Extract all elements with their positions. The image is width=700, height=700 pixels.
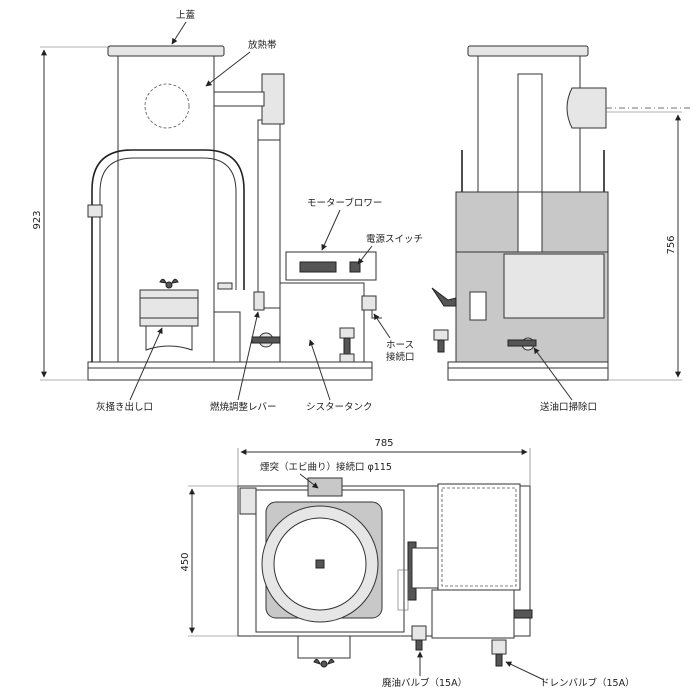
dim-height-side: 756 [606,111,682,381]
top-labels: 煙突（エビ曲り）接続口 φ115 廃油バルブ（15A） ドレンバルブ（15A） [260,461,635,689]
cistern-tank [279,282,365,363]
dim-450: 450 [180,552,191,571]
label-heat-band: 放熱帯 [248,39,277,51]
front-chimney [257,119,281,309]
dim-depth-top: 450 [180,485,238,637]
valve-icon [491,639,507,667]
wing-nut-icon [313,658,335,668]
label-motor-blower: モーターブロワー [307,197,382,209]
side-base [447,361,609,381]
top-view [237,477,533,668]
front-view [87,45,382,381]
front-handle-frame [91,149,245,362]
side-top-lid [467,45,589,57]
label-power-switch: 電源スイッチ [366,234,423,245]
top-tank-lower [431,589,515,639]
valve-icon [411,625,427,651]
side-view [431,45,690,381]
label-oil-outlet-clean: 送油口掃除口 [540,401,597,413]
dim-height-front: 923 [32,46,110,381]
wing-nut-icon [159,278,179,289]
dim-785: 785 [374,438,393,449]
front-base [87,361,373,381]
dim-756: 756 [666,235,677,254]
valve-icon [339,327,355,363]
ash-door [139,289,199,327]
side-labels: 送油口掃除口 [533,347,597,413]
label-chimney-connection: 煙突（エビ曲り）接続口 φ115 [260,461,392,473]
front-labels: 上蓋 放熱帯 モーターブロワー 電源スイッチ ホース 接続口 灰掻き出し口 燃焼… [96,9,423,413]
heat-band-circle [144,83,190,129]
top-chimney-connection [307,477,343,497]
side-tank [503,253,605,319]
label-waste-oil-valve: 廃油バルブ（15A） [382,677,467,689]
valve-icon [251,332,281,348]
label-burn-lever: 燃焼調整レバー [210,401,277,413]
motor-icon [299,261,337,273]
label-drain-valve: ドレンバルブ（15A） [540,677,635,689]
valve-icon [507,337,537,351]
label-cistern-tank: シスタータンク [306,402,373,413]
handle-clamp [87,204,103,218]
label-hose-1: ホース [386,340,414,351]
dim-width-top: 785 [237,438,531,486]
power-switch-icon [349,261,361,273]
front-top-lid [107,45,225,57]
label-hose-2: 接続口 [386,351,415,363]
top-tank [437,483,521,591]
dim-923: 923 [32,210,43,229]
label-top-lid: 上蓋 [176,9,196,21]
label-ash-outlet: 灰掻き出し口 [96,401,153,413]
valve-icon [431,287,457,353]
